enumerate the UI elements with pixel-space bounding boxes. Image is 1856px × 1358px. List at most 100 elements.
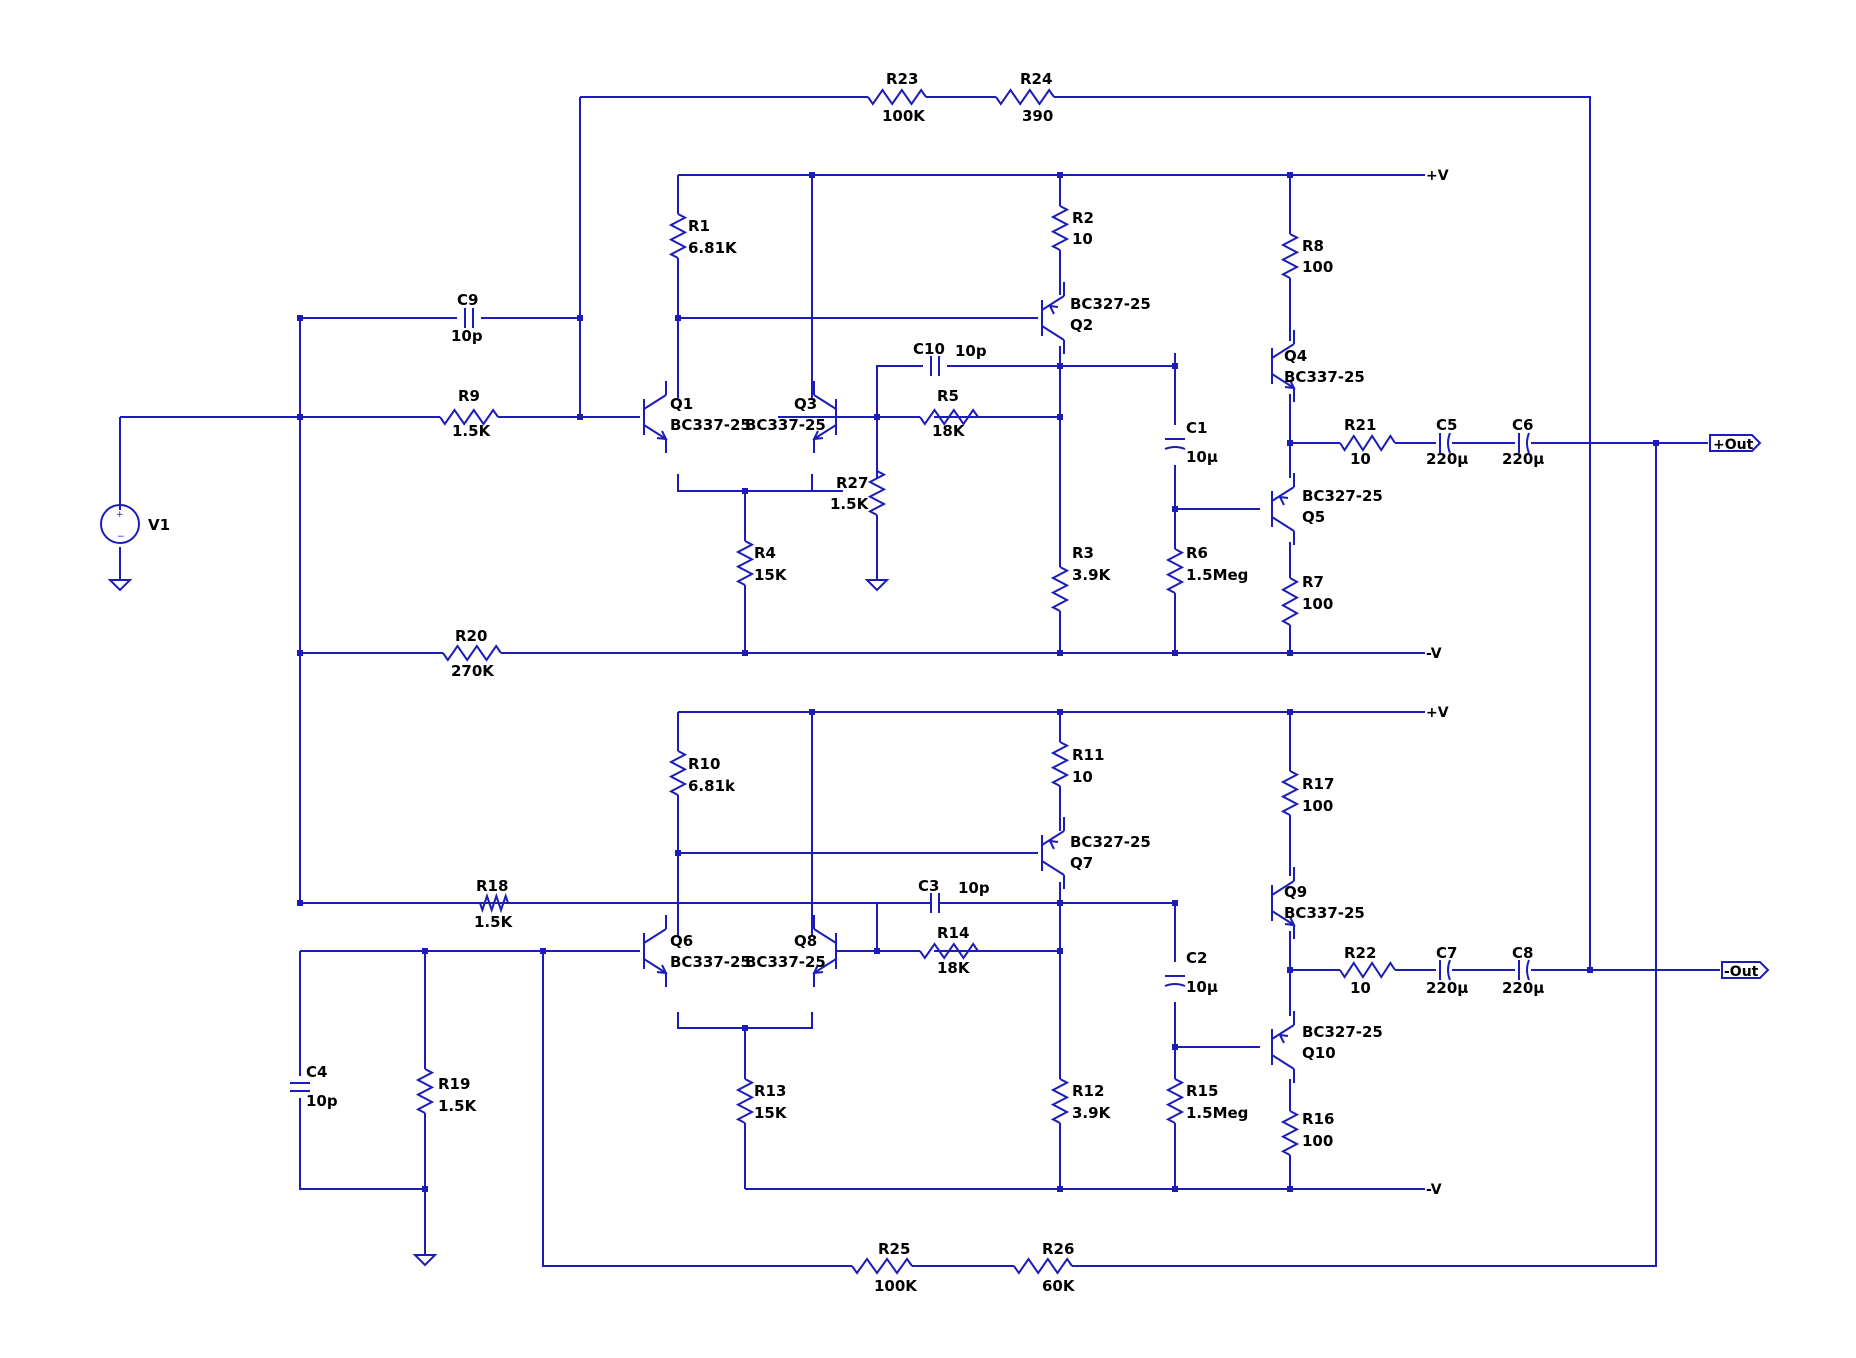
c6-value: 220μ <box>1502 450 1544 468</box>
q3-ref: Q3 <box>794 395 817 413</box>
r21-value: 10 <box>1350 450 1371 468</box>
q8-ref: Q8 <box>794 932 817 950</box>
r8-ref: R8 <box>1302 237 1324 255</box>
r7-ref: R7 <box>1302 573 1324 591</box>
c9-ref: C9 <box>457 291 478 309</box>
c3-ref: C3 <box>918 877 939 895</box>
r11-resistor[interactable] <box>1050 741 1070 787</box>
r1-resistor[interactable] <box>668 213 688 259</box>
voltage-source-v1[interactable]: + − V1 <box>100 504 170 544</box>
junction-dot <box>422 1186 428 1192</box>
junction-dot <box>577 315 583 321</box>
r19-resistor[interactable] <box>415 1068 435 1114</box>
r15-value: 1.5Meg <box>1186 1104 1248 1122</box>
q9-transistor[interactable] <box>1271 867 1296 939</box>
r17-resistor[interactable] <box>1280 770 1300 816</box>
port-minus-out[interactable]: -Out <box>1721 961 1770 980</box>
junction-dot <box>809 172 815 178</box>
q5-model: BC327-25 <box>1302 487 1383 505</box>
r15-resistor[interactable] <box>1165 1078 1185 1124</box>
r4-resistor[interactable] <box>735 540 755 586</box>
r26-resistor[interactable] <box>1013 1257 1073 1275</box>
r6-resistor[interactable] <box>1165 548 1185 594</box>
c9-capacitor[interactable] <box>464 308 474 328</box>
r22-resistor[interactable] <box>1339 961 1396 979</box>
c6-capacitor[interactable] <box>1518 432 1530 454</box>
r16-value: 100 <box>1302 1132 1333 1150</box>
c7-capacitor[interactable] <box>1439 959 1451 981</box>
transistor-labels: Q1 BC337-25 Q3 BC337-25 Q2 BC327-25 Q4 B… <box>670 295 1383 1062</box>
r16-resistor[interactable] <box>1280 1110 1300 1156</box>
q9-model: BC337-25 <box>1284 904 1365 922</box>
r11-value: 10 <box>1072 768 1093 786</box>
r5-ref: R5 <box>937 387 959 405</box>
q7-ref: Q7 <box>1070 854 1093 872</box>
r13-resistor[interactable] <box>735 1078 755 1124</box>
c2-capacitor[interactable] <box>1164 975 1186 987</box>
r14-resistor[interactable] <box>919 942 979 960</box>
rail-label-minus-v-bottom: -V <box>1426 1182 1442 1198</box>
q10-transistor[interactable] <box>1271 1011 1295 1083</box>
c10-capacitor[interactable] <box>930 356 940 376</box>
r12-resistor[interactable] <box>1050 1078 1070 1124</box>
c8-ref: C8 <box>1512 944 1533 962</box>
port-plus-out[interactable]: +Out <box>1709 434 1762 453</box>
ground-icon <box>412 1254 438 1267</box>
r6-value: 1.5Meg <box>1186 566 1248 584</box>
c3-value: 10p <box>958 879 990 897</box>
junction-dot <box>1057 172 1063 178</box>
q7-transistor[interactable] <box>1041 817 1065 889</box>
r20-resistor[interactable] <box>442 644 502 662</box>
rail-label-plus-v-top: +V <box>1426 168 1449 184</box>
q8-transistor[interactable] <box>812 915 837 987</box>
r24-resistor[interactable] <box>995 88 1055 106</box>
c8-capacitor[interactable] <box>1518 959 1530 981</box>
r14-ref: R14 <box>937 924 969 942</box>
q1-model: BC337-25 <box>670 416 751 434</box>
r25-resistor[interactable] <box>851 1257 913 1275</box>
junction-dot <box>1587 967 1593 973</box>
q4-transistor[interactable] <box>1271 330 1296 402</box>
c3-capacitor[interactable] <box>930 893 940 913</box>
r23-resistor[interactable] <box>867 88 927 106</box>
r2-resistor[interactable] <box>1050 205 1070 251</box>
r3-resistor[interactable] <box>1050 566 1070 612</box>
r10-resistor[interactable] <box>668 750 688 796</box>
q5-transistor[interactable] <box>1271 473 1295 545</box>
r5-resistor[interactable] <box>919 408 979 426</box>
q1-transistor[interactable] <box>643 381 668 453</box>
c5-capacitor[interactable] <box>1439 432 1451 454</box>
junction-dot <box>297 650 303 656</box>
r9-resistor[interactable] <box>439 408 499 426</box>
wires <box>119 96 1720 1267</box>
r22-ref: R22 <box>1344 944 1376 962</box>
q6-transistor[interactable] <box>643 915 668 987</box>
r25-ref: R25 <box>878 1240 910 1258</box>
r7-resistor[interactable] <box>1280 577 1300 626</box>
r8-resistor[interactable] <box>1280 233 1300 279</box>
junction-dot <box>742 1025 748 1031</box>
r11-ref: R11 <box>1072 746 1104 764</box>
r16-ref: R16 <box>1302 1110 1334 1128</box>
r18-resistor[interactable] <box>479 892 509 914</box>
r21-resistor[interactable] <box>1339 434 1396 452</box>
r24-value: 390 <box>1022 107 1053 125</box>
q2-transistor[interactable] <box>1041 282 1065 354</box>
r27-resistor[interactable] <box>867 470 887 516</box>
r10-ref: R10 <box>688 755 720 773</box>
q2-model: BC327-25 <box>1070 295 1151 313</box>
junction-dot <box>1653 440 1659 446</box>
r8-value: 100 <box>1302 258 1333 276</box>
q4-model: BC337-25 <box>1284 368 1365 386</box>
q8-model: BC337-25 <box>745 953 826 971</box>
r14-value: 18K <box>937 959 971 977</box>
q4-ref: Q4 <box>1284 347 1307 365</box>
c1-capacitor[interactable] <box>1164 438 1186 450</box>
c1-ref: C1 <box>1186 419 1207 437</box>
q3-transistor[interactable] <box>812 381 837 453</box>
ground-icon <box>864 579 890 592</box>
c4-capacitor[interactable] <box>290 1082 310 1092</box>
q5-ref: Q5 <box>1302 508 1325 526</box>
r20-value: 270K <box>451 662 495 680</box>
junction-dot <box>540 948 546 954</box>
